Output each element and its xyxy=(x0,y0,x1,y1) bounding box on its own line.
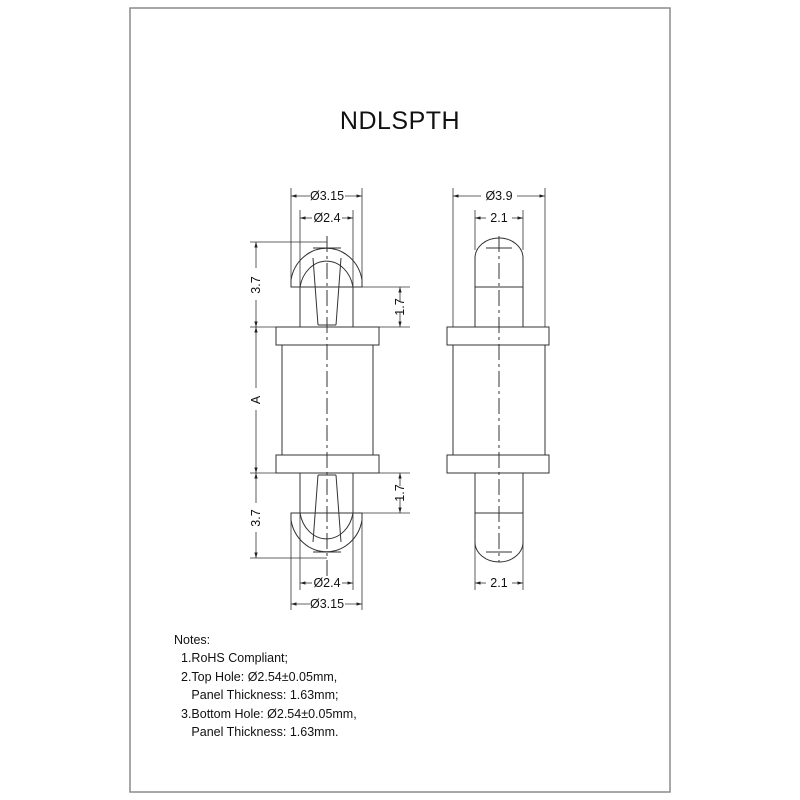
dim-top-pin-width: 2.1 xyxy=(490,211,507,225)
front-top-flange xyxy=(275,326,380,346)
dim-top-inner-diameter: Ø2.4 xyxy=(313,211,340,225)
note-item: 2.Top Hole: Ø2.54±0.05mm, xyxy=(181,669,338,684)
side-top-pin xyxy=(474,237,524,327)
page-border xyxy=(129,7,671,793)
note-item: Panel Thickness: 1.63mm; xyxy=(181,688,339,703)
dim-top-head-offset: 1.7 xyxy=(393,298,407,315)
front-dimensions xyxy=(250,188,410,610)
note-item: 1.RoHS Compliant; xyxy=(181,651,288,666)
dim-bottom-head-offset: 1.7 xyxy=(393,484,407,501)
dim-body-length: A xyxy=(249,395,263,404)
front-dimension-labels: Ø3.15 Ø2.4 Ø2.4 Ø3.15 3.7 A 3.7 1.7 1.7 xyxy=(249,189,407,611)
note-item: 3.Bottom Hole: Ø2.54±0.05mm, xyxy=(181,706,357,721)
side-dimensions xyxy=(452,188,546,590)
side-bottom-pin xyxy=(474,473,524,563)
side-dimension-labels: Ø3.9 2.1 2.1 xyxy=(485,189,512,590)
notes-block: Notes: 1.RoHS Compliant; 2.Top Hole: Ø2.… xyxy=(174,631,357,741)
dim-bottom-outer-diameter: Ø3.15 xyxy=(310,597,344,611)
side-bottom-flange xyxy=(446,454,550,474)
front-bottom-flange xyxy=(275,454,380,474)
side-top-flange xyxy=(446,326,550,346)
dim-flange-diameter: Ø3.9 xyxy=(485,189,512,203)
drawing-title: NDLSPTH xyxy=(339,107,461,135)
dim-top-length: 3.7 xyxy=(249,276,263,293)
front-view xyxy=(275,236,380,580)
dim-top-outer-diameter: Ø3.15 xyxy=(310,189,344,203)
note-item: Panel Thickness: 1.63mm. xyxy=(181,725,339,740)
dim-bottom-inner-diameter: Ø2.4 xyxy=(313,576,340,590)
notes-heading: Notes: xyxy=(174,633,211,647)
dim-bottom-pin-width: 2.1 xyxy=(490,576,507,590)
dim-bottom-length: 3.7 xyxy=(249,509,263,526)
side-view xyxy=(446,236,550,563)
